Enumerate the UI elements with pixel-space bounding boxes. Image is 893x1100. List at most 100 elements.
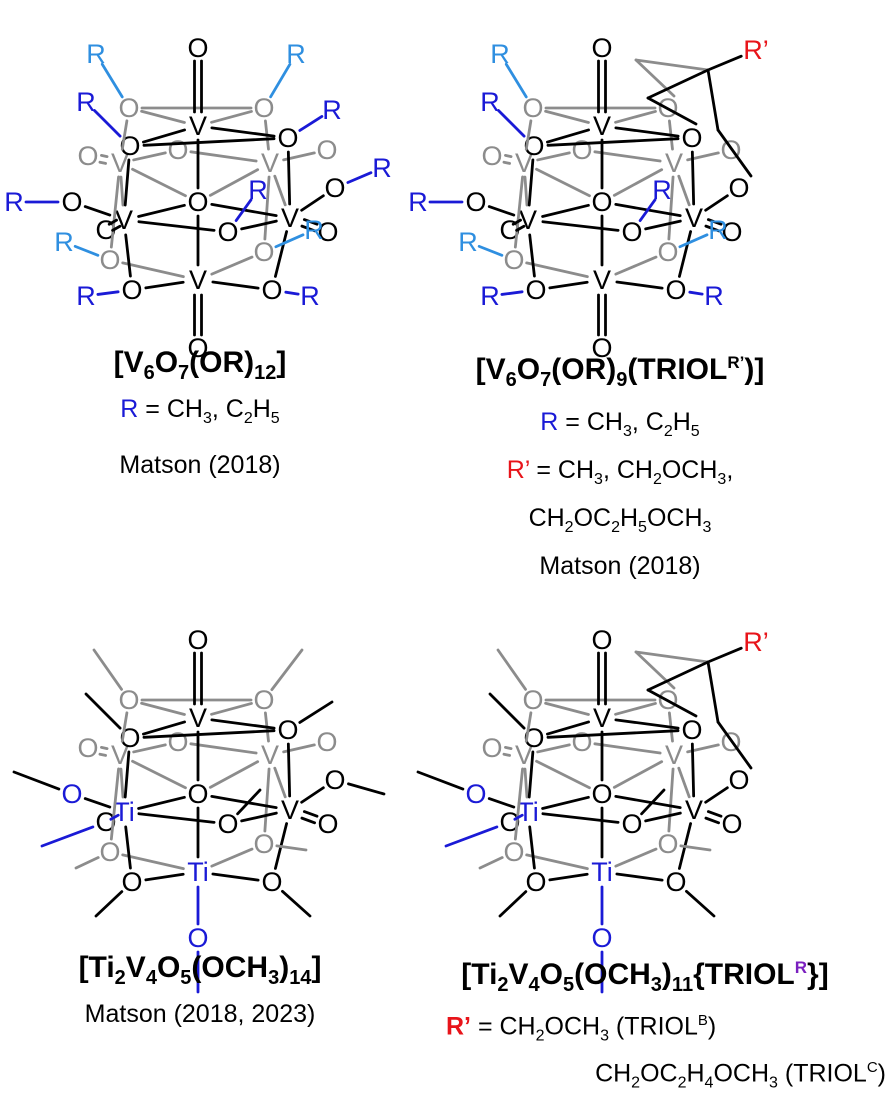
bond-m2-m2_Vbl-m2_Vl: [523, 175, 529, 207]
double-bond-m2-m2_Vbl-m2_Oob-2: [502, 160, 511, 165]
bond-m1-m1_Ol-m1_Vl: [123, 158, 131, 207]
bond-m3-m3_Obr-m3_EObr: [281, 889, 312, 918]
atom-m1-m1_Oml: O: [61, 187, 82, 217]
bond-m3-m3_Oml-m3_EOml: [12, 770, 61, 791]
bond-m2-m2_Obr-m2_Vb: [615, 280, 664, 290]
atom-m4-m4_Oob: O: [481, 733, 502, 763]
bond-m1-m1_Vl-m1_Obl: [124, 233, 132, 278]
bond-m3-m3_Obtr-m3_Vt: [210, 702, 253, 716]
bond-m3-m3_Ol-m3_Vl: [123, 750, 131, 799]
atom-m1-m1_Obbl: O: [99, 245, 120, 275]
atom-m4-m4_Or: O: [681, 715, 702, 745]
atom-m1-m1_RObbr: R: [304, 215, 324, 245]
atom-m2-m2_Om: O: [621, 217, 642, 247]
caption-m1: [V6O7(OR)12] R = CH3, C2H5 Matson (2018): [40, 343, 360, 481]
bond-m2-m2_Obbr-m2_Vb: [614, 255, 658, 276]
bond-m4-m4_Obl-m4_Vb: [548, 872, 589, 882]
atom-m4-m4_Orr: O: [721, 809, 742, 839]
triol-arm-m2-2: [646, 96, 698, 126]
atom-m4-m4_Vl: Ti: [517, 797, 539, 827]
atom-m1-m1_Obtr: O: [253, 93, 274, 123]
atom-m3-m3_Vb: Ti: [187, 857, 209, 887]
bond-m4-m4_Vbr-m4_Oc: [612, 760, 664, 789]
bond-m1-m1_Obbl-m1_Vb: [121, 261, 185, 279]
bond-m1-m1_Obml-m1_Vbr: [189, 150, 258, 163]
bond-m3-m3_Vbr-m3_Obbr: [263, 767, 271, 833]
double-bond-m4-m4_Vr-m4_Orr-2: [706, 810, 723, 818]
r-definition-m1: R = CH3, C2H5: [120, 395, 280, 427]
caption-m3: [Ti2V4O5(OCH3)14] Matson (2018, 2023): [30, 948, 370, 1030]
bond-m2-m2_Obbl-m2_RObbl: [477, 244, 504, 257]
bond-m1-m1_Vl-m1_Oml: [83, 205, 112, 217]
bond-m2-m2_Vbr-m2_Obbr: [667, 175, 675, 241]
atom-m4-m4_Oc: O: [591, 779, 612, 809]
formula-m2: [V6O7(OR)9(TRIOLR’)]: [475, 353, 765, 391]
bond-m3-m3_Om-m3_Vr: [240, 811, 278, 823]
double-bond-m1-m1_Vl-m1_Oll-1: [107, 218, 118, 226]
bond-m1-m1_Om-m1_ROm: [234, 198, 253, 223]
bond-m4-m4_Oml-m4_EOml: [416, 770, 465, 791]
atom-m1-m1_Or: O: [277, 123, 298, 153]
atom-m2-m2_Vr: V: [685, 203, 703, 233]
atom-m4-m4_Oml: O: [465, 779, 486, 809]
atom-m1-m1_Vt: V: [189, 111, 207, 141]
bond-m4-m4_Ol-m4_Or: [546, 729, 680, 739]
atom-m3-m3_Orr: O: [317, 809, 338, 839]
atom-m2-m2_RObbl: R: [458, 227, 478, 257]
bond-m1-m1_Obl-m1_RObl: [96, 290, 120, 296]
double-bond-m1-m1_Vbl-m1_Oob-2: [98, 160, 107, 165]
atom-m1-m1_Vb: V: [189, 265, 207, 295]
atom-m2-m2_Obot: O: [591, 333, 612, 363]
atom-m2-m2_Omr: O: [728, 173, 749, 203]
atom-m2-m2_Orr: O: [721, 217, 742, 247]
atom-m3-m3_Vbr: V: [261, 740, 279, 770]
atom-m2-m2_RObr: R: [704, 281, 724, 311]
bond-m1-m1_Obbr-m1_RObbr: [274, 233, 305, 249]
bond-m2-m2_Om-m2_Vr: [644, 219, 682, 231]
bond-m4-m4_Obbl-m4_EObbl: [478, 856, 504, 870]
bond-m3-m3_Obbr-m3_EObbr: [275, 844, 308, 852]
bond-m1-m1_Om-m1_Vr: [240, 219, 278, 231]
bond-m1-m1_Vt-m1_Ol: [142, 128, 186, 144]
bond-m2-m2_Vbr-m2_Vr: [677, 174, 691, 207]
bond-m3-m3_Obml-m3_Vbr: [189, 742, 258, 755]
bond-m2-m2_Om-m2_ROm: [638, 198, 657, 223]
atom-m1-m1_ROmr: R: [372, 153, 392, 183]
bond-m2-m2_Vr-m2_Omr: [704, 194, 729, 212]
bond-m3-m3_Vl-m3_Oll: [109, 813, 120, 821]
bond-m4-m4_Vt-m4_Ol: [546, 720, 590, 736]
atom-m4-m4_Vbr: V: [665, 740, 683, 770]
caption-m2: [V6O7(OR)9(TRIOLR’)] R = CH3, C2H5 R’ = …: [410, 343, 830, 582]
double-bond-m3-m3_Vbl-m3_Oob-1: [100, 745, 109, 750]
triol-arm-m4-2: [646, 688, 698, 718]
bond-m3-m3_Vbr-m3_Oc: [208, 760, 260, 789]
bond-m3-m3_Obl-m3_EObl: [94, 890, 124, 918]
bond-m2-m2_Vl-m2_Om: [541, 220, 620, 232]
bond-m4-m4_Cq-m4_Rp: [706, 646, 743, 664]
atom-m3-m3_Otop: O: [187, 625, 208, 655]
bond-m2-m2_Vbl-m2_Oc: [535, 167, 591, 198]
bond-m4-m4_Vbr-m4_Obbr: [667, 767, 675, 833]
bond-m1-m1_Obbl-m1_RObbl: [73, 244, 100, 257]
bond-m4-m4_Obr-m4_Vb: [615, 872, 664, 882]
rprime-definition-m2: R’ = CH3, CH2OCH3,: [506, 456, 734, 488]
bond-m2-m2_Ol-m2_Or: [546, 137, 680, 147]
bond-m2-m2_Vl-m2_Oc: [541, 203, 590, 218]
bond-m2-m2_Vt-m2_Or: [614, 126, 680, 138]
atom-m2-m2_Obbl: O: [503, 245, 524, 275]
atom-m4-m4_Obl: O: [525, 867, 546, 897]
bond-m2-m2_Vbl-m2_Obbl: [513, 175, 524, 249]
bond-m3-m3_Vbl-m3_Vl: [119, 767, 125, 799]
bond-m3-m3_Vl-m3_Om: [137, 812, 216, 824]
bond-m2-m2_Obtl-m2_RObtl: [504, 62, 528, 99]
bond-m4-m4_Or-m4_Vr: [690, 742, 696, 798]
double-bond-m4-m4_Vbl-m4_Oob-1: [504, 745, 513, 750]
bond-m1-m1_Vl-m1_Om: [137, 220, 216, 232]
atom-m2-m2_RObbr: R: [708, 215, 728, 245]
bond-m3-m3_Vl-m3_Oc: [137, 795, 186, 810]
bond-m1-m1_Omr-m1_ROmr: [346, 171, 373, 184]
bond-m1-m1_Obr-m1_RObr: [284, 290, 300, 296]
atom-m1-m1_RObtl: R: [86, 39, 106, 69]
reference-m2: Matson (2018): [539, 552, 701, 580]
bond-m2-m2_Ol-m2_Vl: [527, 158, 535, 207]
